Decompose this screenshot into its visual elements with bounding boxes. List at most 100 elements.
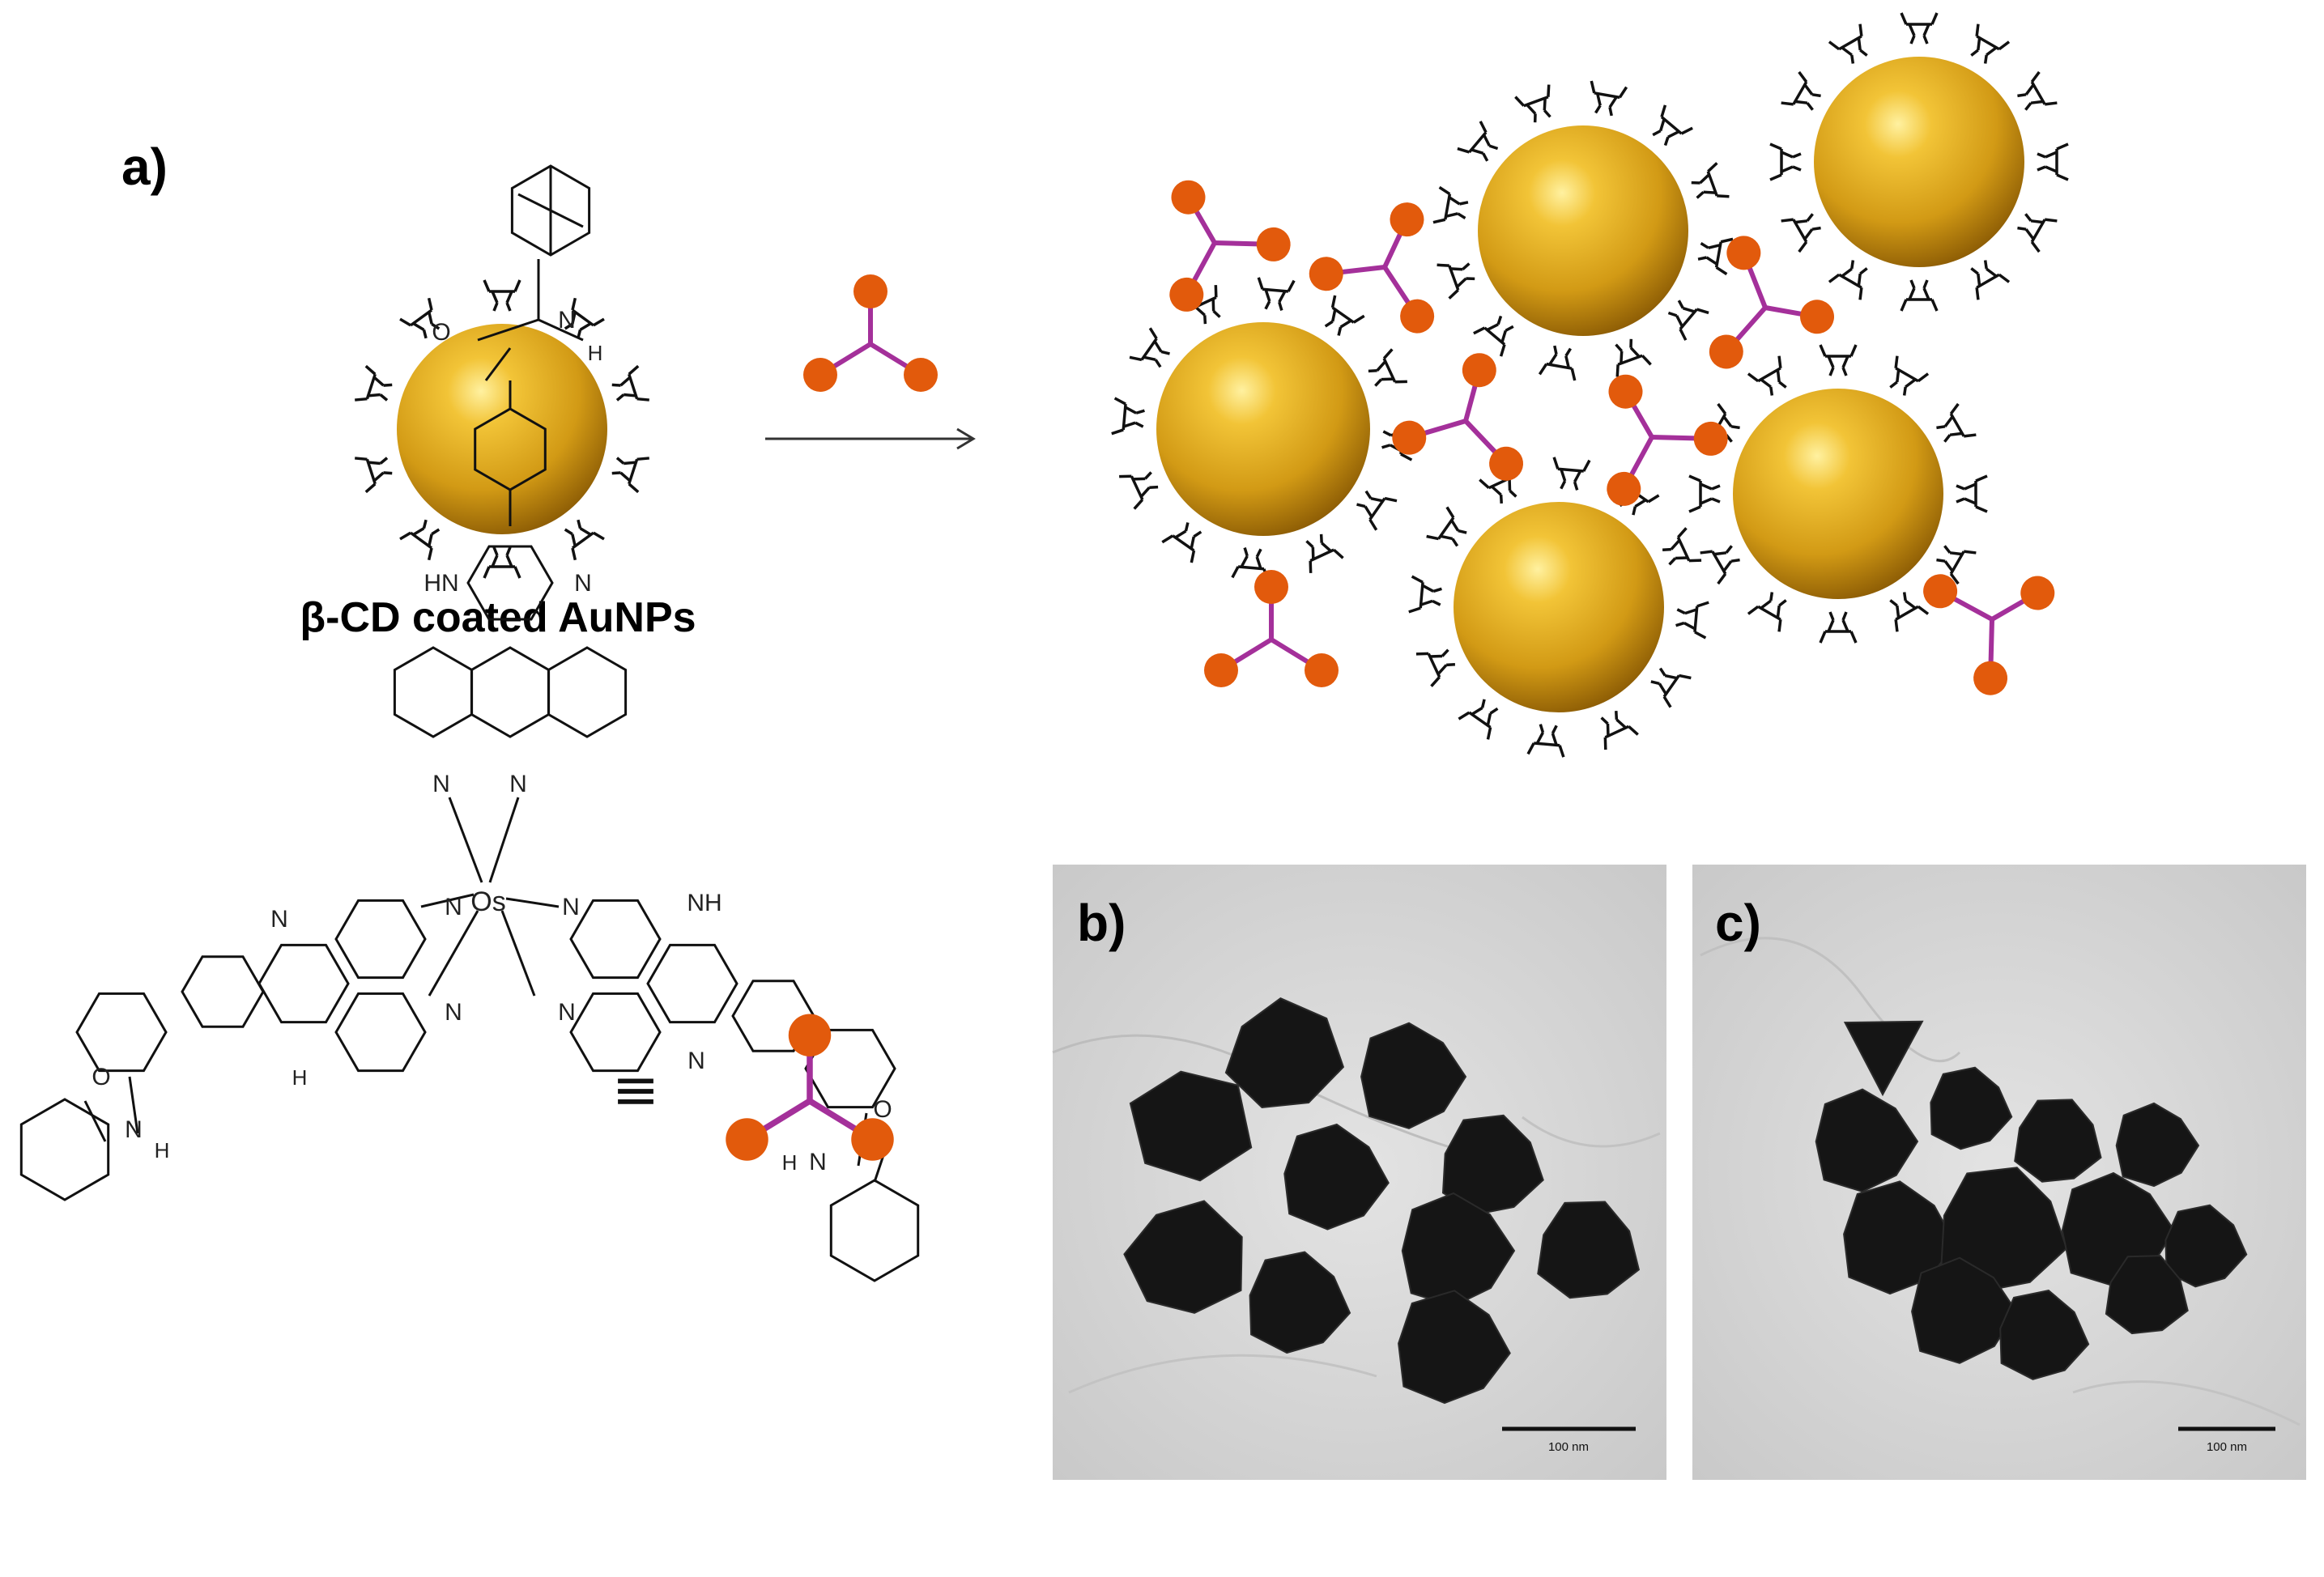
linker-node <box>1392 420 1427 455</box>
cyclodextrin-ligand <box>1161 522 1202 563</box>
cyclodextrin-ligand <box>1324 295 1365 336</box>
atom-label: N <box>562 894 580 920</box>
cyclodextrin-ligand <box>1526 724 1565 758</box>
atom-label: HN <box>424 570 458 597</box>
cyclodextrin-ligand <box>483 279 521 312</box>
tem-particle <box>1999 1290 2090 1380</box>
cyclodextrin-ligand <box>1432 185 1469 224</box>
linker-node <box>1923 574 1958 609</box>
linker-node <box>1171 180 1206 215</box>
linker-node <box>1254 570 1288 604</box>
tem-particle <box>1843 1180 1956 1295</box>
cyclodextrin-ligand <box>399 519 441 561</box>
linker-node <box>1726 236 1761 270</box>
tem-particle <box>2014 1099 2102 1183</box>
atom-label: H <box>155 1138 170 1163</box>
cyclodextrin-ligand <box>1437 262 1475 300</box>
aromatic-ring <box>829 1179 920 1282</box>
cyclodextrin-ligand <box>1652 104 1693 147</box>
cyclodextrin-ligand <box>1747 355 1787 396</box>
cyclodextrin-ligand <box>1650 667 1692 708</box>
cyclodextrin-ligand <box>1970 23 2011 64</box>
linker-legend <box>726 1014 894 1161</box>
tripodal-linker <box>1309 202 1435 334</box>
atom-label: N <box>445 999 462 1026</box>
atom-label: N <box>509 771 527 797</box>
cyclodextrin-ligand <box>1747 592 1787 632</box>
atom-label: N <box>687 1048 705 1074</box>
aunp-caption: β-CD coated AuNPs <box>300 594 696 641</box>
aunp-aggregate-network <box>1111 12 2069 758</box>
equivalence-symbol: ≡ <box>612 1056 660 1123</box>
tem-particle <box>1129 1070 1253 1182</box>
linker-node <box>1709 334 1743 369</box>
linker-node <box>1204 653 1238 687</box>
tem-particle <box>1398 1290 1511 1405</box>
tripodal-linker <box>1169 180 1291 312</box>
cyclodextrin-ligand <box>1538 345 1577 381</box>
gold-sphere <box>1478 125 1688 336</box>
aromatic-ring <box>804 1028 896 1109</box>
reaction-arrow <box>765 427 976 450</box>
linker-node <box>2020 576 2055 610</box>
gold-sphere <box>1454 502 1664 712</box>
aromatic-ring <box>19 1098 110 1201</box>
cyclodextrin-ligand <box>1900 12 1939 45</box>
cyclodextrin-ligand <box>1458 699 1499 740</box>
tem-particle <box>1123 1200 1243 1314</box>
linker-node <box>726 1118 768 1161</box>
cyclodextrin-ligand <box>1691 162 1730 199</box>
tripodal-linker <box>1923 574 2055 695</box>
cyclodextrin-ligand <box>2037 142 2069 181</box>
cyclodextrin-ligand <box>564 519 605 561</box>
cyclodextrin-ligand <box>1700 545 1740 585</box>
cyclodextrin-ligand <box>1662 527 1702 566</box>
aromatic-ring <box>181 955 265 1028</box>
panel-label-b: b) <box>1077 894 1126 952</box>
cyclodextrin-ligand <box>1415 648 1456 687</box>
tem-particle <box>1249 1251 1351 1354</box>
cyclodextrin-ligand <box>1781 213 1821 253</box>
cyclodextrin-ligand <box>1956 474 1988 513</box>
tripodal-linker <box>1392 353 1524 481</box>
linker-node <box>1462 353 1496 388</box>
tem-panel-c: c) 100 nm <box>1692 865 2306 1480</box>
cyclodextrin-ligand <box>1600 710 1639 750</box>
tem-c-particles <box>1815 1020 2248 1380</box>
cyclodextrin-ligand <box>1368 348 1407 387</box>
atom-label: N <box>809 1149 827 1175</box>
scale-bar-label-c: 100 nm <box>2207 1440 2247 1454</box>
aromatic-ring <box>569 992 662 1073</box>
tem-particle <box>1441 1114 1544 1215</box>
linker-node <box>1489 446 1524 481</box>
tem-particle <box>2164 1204 2248 1288</box>
cyclodextrin-ligand <box>1667 300 1709 341</box>
atom-label: N <box>432 771 450 797</box>
atom-label: N <box>125 1116 143 1143</box>
aromatic-ring <box>470 646 551 738</box>
cyclodextrin-ligand <box>1129 327 1170 368</box>
atom-label: O <box>432 319 450 346</box>
cyclodextrin-ligand <box>483 546 521 579</box>
cyclodextrin-ligand <box>1697 237 1734 276</box>
panel-label-c: c) <box>1715 894 1761 952</box>
tem-panel-b: b) 100 nm <box>1052 865 1666 1480</box>
aromatic-ring <box>334 992 427 1073</box>
cyclodextrin-ligand <box>1936 545 1977 585</box>
linker-node <box>904 358 938 392</box>
tem-particle <box>1911 1256 2018 1364</box>
tem-particle <box>2115 1102 2200 1188</box>
linker-node <box>853 274 887 308</box>
cyclodextrin-ligand <box>1590 80 1628 117</box>
tem-particle <box>1224 997 1345 1109</box>
cyclodextrin-ligand <box>1514 84 1551 123</box>
tem-particle <box>2105 1255 2189 1335</box>
cyclodextrin-ligand <box>1889 355 1930 396</box>
atom-label: H <box>292 1065 308 1090</box>
aromatic-ring <box>731 980 815 1052</box>
cyclodextrin-ligand <box>1473 315 1514 357</box>
cyclodextrin-ligand <box>1356 490 1398 531</box>
aromatic-ring <box>466 545 554 621</box>
linker-node <box>1390 202 1424 237</box>
